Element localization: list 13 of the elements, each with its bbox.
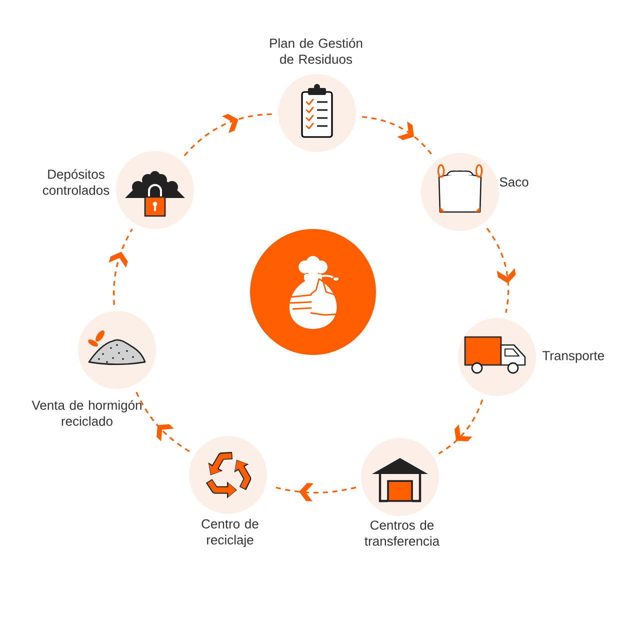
arrow [486, 228, 516, 313]
node-label: Saco [500, 177, 528, 187]
node-label: Depósitos controlados [42, 169, 110, 195]
arrow [135, 390, 190, 452]
node-label: Transporte [542, 351, 604, 363]
node-label: Plan de Gestión de Residuos [270, 38, 362, 64]
node-label: Centros de transferencia [364, 520, 440, 546]
arrow [184, 113, 272, 156]
arrow [108, 228, 133, 305]
node-label: Centro de reciclaje [202, 518, 258, 548]
arrow [438, 399, 484, 454]
node-label: Venta de hormigón reciclado [32, 400, 142, 426]
arrow [362, 116, 434, 156]
